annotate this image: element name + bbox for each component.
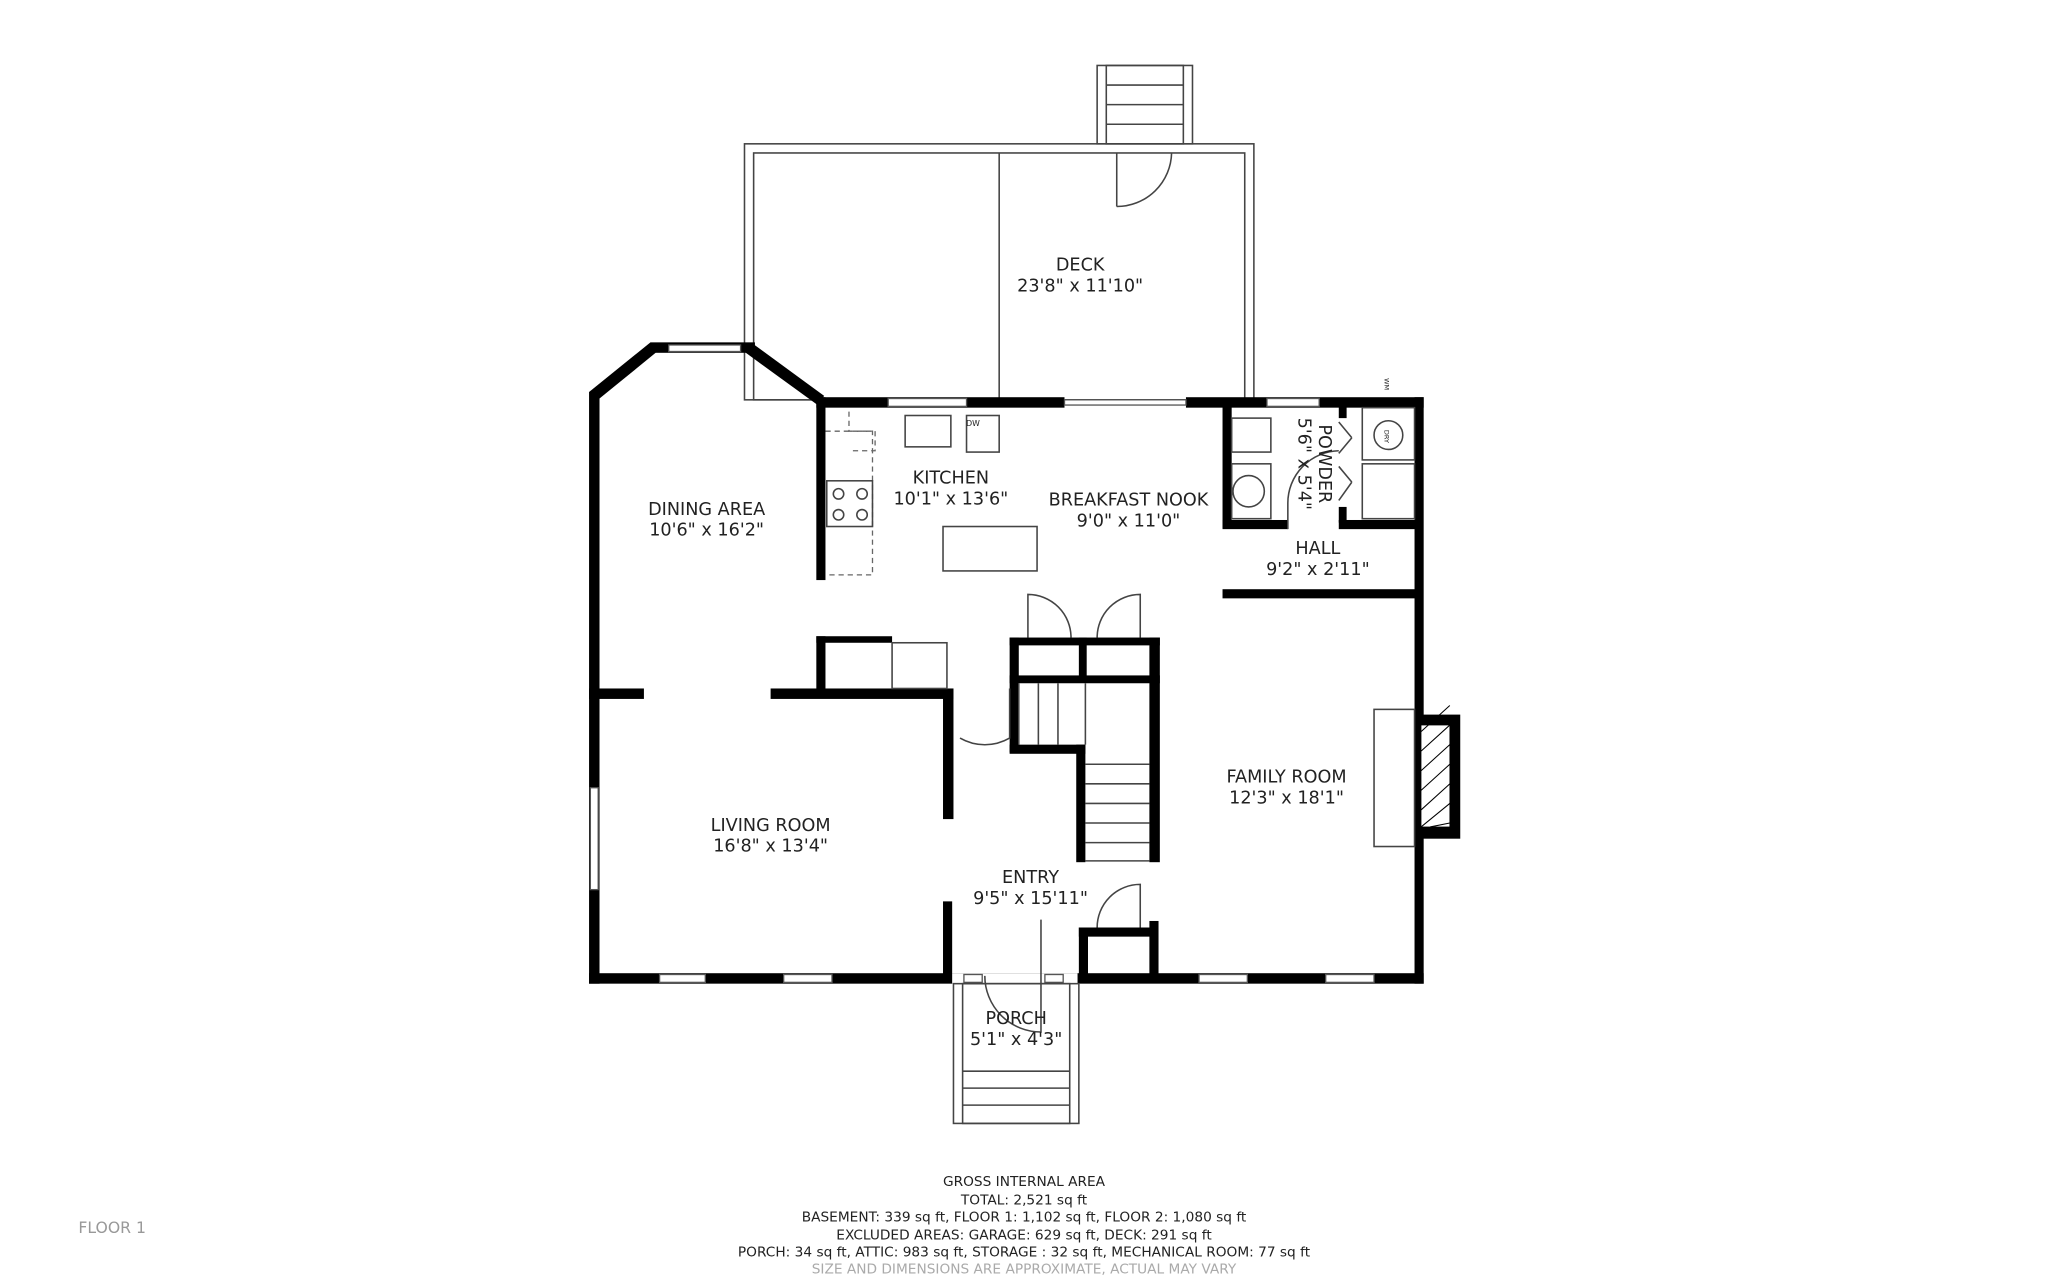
- dryer-label: DRY: [1382, 430, 1390, 443]
- svg-text:DECK: DECK: [1056, 256, 1105, 276]
- deck-door: [1115, 152, 1173, 208]
- svg-text:9'2" x 2'11": 9'2" x 2'11": [1266, 560, 1370, 580]
- svg-text:BASEMENT: 339 sq ft, FLOOR 1:: BASEMENT: 339 sq ft, FLOOR 1: 1,102 sq f…: [802, 1209, 1247, 1225]
- svg-text:ENTRY: ENTRY: [1002, 868, 1059, 888]
- svg-text:23'8" x 11'10": 23'8" x 11'10": [1017, 276, 1143, 296]
- svg-text:GROSS INTERNAL AREA: GROSS INTERNAL AREA: [943, 1174, 1106, 1190]
- porch: [952, 982, 1080, 1125]
- deck-stairs: [1096, 64, 1194, 145]
- svg-text:5'6" x 5'4": 5'6" x 5'4": [1293, 418, 1313, 510]
- svg-text:HALL: HALL: [1295, 539, 1340, 559]
- deck: [743, 64, 1255, 401]
- svg-text:16'8" x 13'4": 16'8" x 13'4": [713, 837, 828, 857]
- svg-text:9'0" x 11'0": 9'0" x 11'0": [1077, 512, 1181, 532]
- svg-text:BREAKFAST NOOK: BREAKFAST NOOK: [1049, 491, 1209, 511]
- stairs: [1017, 683, 1150, 862]
- walls: [589, 342, 1461, 984]
- svg-text:PORCH: PORCH: [985, 1009, 1046, 1029]
- svg-text:FAMILY ROOM: FAMILY ROOM: [1227, 768, 1347, 788]
- svg-text:LIVING ROOM: LIVING ROOM: [711, 816, 831, 836]
- area-summary: GROSS INTERNAL AREA TOTAL: 2,521 sq ft B…: [738, 1174, 1311, 1278]
- kitchen-island: [942, 525, 1038, 572]
- svg-text:POWDER: POWDER: [1314, 424, 1334, 503]
- svg-text:SIZE AND DIMENSIONS ARE APPROX: SIZE AND DIMENSIONS ARE APPROXIMATE, ACT…: [812, 1262, 1237, 1278]
- svg-text:9'5" x 15'11": 9'5" x 15'11": [973, 889, 1088, 909]
- doors: [959, 449, 1339, 1033]
- svg-text:12'3" x 18'1": 12'3" x 18'1": [1229, 788, 1344, 808]
- svg-text:10'6" x 16'2": 10'6" x 16'2": [649, 521, 764, 541]
- kitchen-fixtures: DW: [825, 411, 1038, 576]
- svg-text:10'1" x 13'6": 10'1" x 13'6": [893, 489, 1008, 509]
- washer-label: WM: [1382, 378, 1390, 390]
- svg-text:PORCH: 34 sq ft, ATTIC: 983 sq: PORCH: 34 sq ft, ATTIC: 983 sq ft, STORA…: [738, 1245, 1311, 1261]
- svg-text:DINING AREA: DINING AREA: [648, 500, 765, 520]
- svg-text:EXCLUDED AREAS: GARAGE: 629 sq: EXCLUDED AREAS: GARAGE: 629 sq ft, DECK:…: [836, 1228, 1212, 1244]
- svg-text:5'1" x 4'3": 5'1" x 4'3": [970, 1030, 1062, 1050]
- svg-text:KITCHEN: KITCHEN: [913, 468, 989, 488]
- dishwasher-label: DW: [966, 419, 980, 428]
- svg-text:TOTAL: 2,521 sq ft: TOTAL: 2,521 sq ft: [960, 1192, 1088, 1208]
- floor-label: FLOOR 1: [78, 1218, 146, 1237]
